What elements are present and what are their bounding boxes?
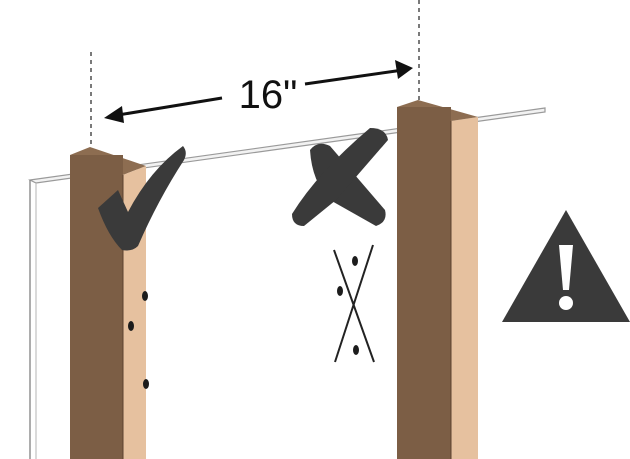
stud-right-front <box>397 107 451 459</box>
stud-right-side <box>451 117 478 459</box>
dimension-arrow-right <box>304 68 404 86</box>
screw-hole <box>353 345 359 355</box>
spacing-dimension: 16" <box>90 0 420 150</box>
crossed-out-screws <box>333 244 375 363</box>
spacing-label: 16" <box>239 73 298 117</box>
screw-hole <box>142 291 148 301</box>
dimension-arrow-left <box>111 96 223 118</box>
x-mark-icon <box>292 128 388 226</box>
screw-hole <box>337 286 343 296</box>
stud-left <box>70 147 149 459</box>
screw-hole <box>128 321 134 331</box>
warning-icon <box>502 210 630 322</box>
screw-hole <box>352 256 358 266</box>
screw-hole <box>143 379 149 389</box>
checkmark-icon <box>98 146 186 251</box>
stud-right <box>397 100 478 459</box>
